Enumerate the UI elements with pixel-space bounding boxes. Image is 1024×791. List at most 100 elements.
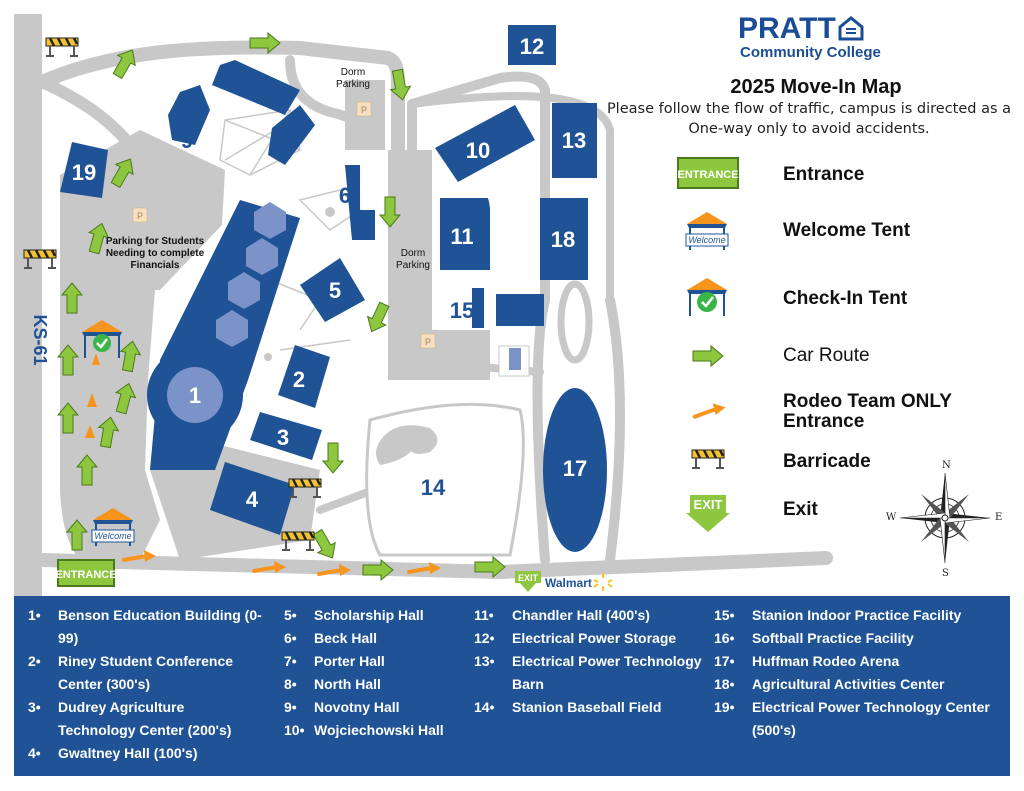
- legend-entrance-sign-text: ENTRANCE: [677, 169, 738, 181]
- dorm-parking-mid-label: Dorm Parking: [396, 248, 430, 271]
- parking-symbol-1: P: [137, 211, 143, 221]
- building-7: [268, 105, 315, 165]
- building-number-3: 3: [277, 425, 289, 450]
- directory-item: 16•Softball Practice Facility: [714, 630, 914, 646]
- building-number-8: 8: [247, 75, 259, 100]
- instructions: Please follow the flow of traffic, campu…: [606, 101, 1012, 137]
- directory-col-2: 5•Scholarship Hall 6•Beck Hall 7•Porter …: [284, 604, 474, 742]
- building-4: [210, 462, 295, 535]
- directory-item: 11•Chandler Hall (400's): [474, 607, 650, 623]
- directory-item: 6•Beck Hall: [284, 630, 378, 646]
- building-number-6: 6: [339, 183, 351, 208]
- building-18: [540, 198, 588, 280]
- logo-subtitle: Community College: [740, 44, 881, 61]
- directory-item: 8•North Hall: [284, 676, 381, 692]
- dorm-parking-mid: [388, 150, 490, 380]
- building-1: [147, 200, 300, 470]
- exit-sign-text: EXIT: [518, 573, 539, 583]
- directory-item: 13•Electrical Power Technology Barn: [474, 653, 702, 692]
- directory-item: 7•Porter Hall: [284, 653, 385, 669]
- building-number-15: 15: [450, 298, 474, 323]
- legend-entrance-icon: [677, 157, 739, 189]
- welcome-sign-text: Welcome: [94, 531, 131, 541]
- exit-sign-map: [515, 571, 541, 592]
- building-16: [496, 294, 544, 326]
- legend-car-route-label: Car Route: [783, 345, 870, 366]
- building-number-11: 11: [450, 224, 473, 249]
- legend-welcome-tent-icon: [685, 211, 729, 251]
- building-number-10: 10: [466, 138, 490, 163]
- welcome-tent-map: [91, 507, 135, 547]
- building-number-9: 9: [181, 128, 193, 153]
- checkin-tent: [81, 319, 123, 359]
- building-number-18: 18: [551, 227, 575, 252]
- legend-welcome-sign-text: Welcome: [688, 235, 725, 245]
- directory-col-4: 15•Stanion Indoor Practice Facility 16•S…: [714, 604, 1004, 742]
- directory-item: 14•Stanion Baseball Field: [474, 699, 662, 715]
- building-15: [472, 288, 484, 328]
- directory-item: 4•Gwaltney Hall (100's): [28, 745, 198, 761]
- house-logo-icon: [838, 16, 864, 41]
- compass-w: W: [886, 512, 897, 523]
- directory-col-3: 11•Chandler Hall (400's) 12•Electrical P…: [474, 604, 709, 719]
- building-number-5: 5: [329, 278, 341, 303]
- legend-barricade-icon: [690, 448, 726, 470]
- building-6: [345, 165, 375, 240]
- directory-item: 5•Scholarship Hall: [284, 607, 424, 623]
- building-number-4: 4: [246, 487, 259, 512]
- legend-exit-icon: [686, 495, 730, 532]
- building-2: [278, 345, 330, 408]
- building-number-1: 1: [189, 383, 201, 408]
- building-19: [60, 142, 108, 198]
- building-number-12: 12: [520, 34, 544, 59]
- legend-exit-label: Exit: [783, 499, 818, 520]
- legend-car-route-icon: [692, 345, 724, 367]
- walmart-label: Walmart: [545, 576, 592, 590]
- financial-parking-label: Parking for Students Needing to complete…: [105, 236, 205, 271]
- legend-rodeo-label: Rodeo Team ONLY Entrance: [783, 391, 952, 432]
- compass-rose: [899, 472, 991, 564]
- legend-welcome-tent-label: Welcome Tent: [783, 220, 911, 241]
- entrance-sign-map: [57, 559, 115, 587]
- building-11: [440, 198, 490, 270]
- building-17: [543, 388, 607, 552]
- directory-item: 3•Dudrey Agriculture Technology Center (…: [28, 699, 232, 738]
- building-13: [552, 103, 597, 178]
- building-number-17: 17: [563, 456, 587, 481]
- directory-item: 12•Electrical Power Storage: [474, 630, 677, 646]
- walmart-spark-icon: [593, 573, 613, 591]
- directory-item: 19•Electrical Power Technology Center (5…: [714, 699, 990, 738]
- directory-item: 18•Agricultural Activities Center: [714, 676, 945, 692]
- cones: [85, 353, 100, 438]
- directory-item: 10•Wojciechowski Hall: [284, 722, 444, 738]
- directory-col-1: 1•Benson Education Building (0-99) 2•Rin…: [28, 604, 263, 765]
- directory-item: 9•Novotny Hall: [284, 699, 400, 715]
- compass-e: E: [995, 512, 1003, 523]
- legend-rodeo-icon: [691, 399, 729, 421]
- building-9: [168, 85, 210, 145]
- building-directory: 1•Benson Education Building (0-99) 2•Rin…: [14, 596, 1010, 776]
- parking-symbol-2: P: [361, 105, 367, 115]
- building-3: [250, 412, 322, 460]
- legend-exit-sign-text: EXIT: [694, 497, 723, 512]
- directory-item: 15•Stanion Indoor Practice Facility: [714, 607, 962, 623]
- building-8: [212, 60, 300, 115]
- building-number-labels: 1 2 3 4 5 6 7 8 9 10 11 12 13 14 15 16 1…: [72, 34, 587, 512]
- legend-entrance-label: Entrance: [783, 164, 865, 185]
- highway-ks-61: [14, 14, 42, 596]
- building-number-16: 16: [504, 306, 528, 331]
- legend-checkin-tent-icon: [686, 277, 728, 317]
- building-5: [300, 258, 365, 322]
- logo-name: PRATT: [738, 14, 864, 44]
- building-number-7: 7: [277, 135, 289, 160]
- building-10: [435, 105, 535, 182]
- building-number-13: 13: [562, 128, 586, 153]
- building-number-19: 19: [72, 160, 96, 185]
- parking-symbol-3: P: [425, 337, 431, 347]
- dorm-parking-top-label: Dorm Parking: [336, 67, 370, 90]
- campus-map: 1 2 3 4 5 6 7 8 9 10 11 12 13 14 15 16 1…: [14, 14, 991, 596]
- compass-s: S: [942, 568, 949, 579]
- building-number-14: 14: [421, 475, 446, 500]
- legend-checkin-tent-label: Check-In Tent: [783, 288, 908, 309]
